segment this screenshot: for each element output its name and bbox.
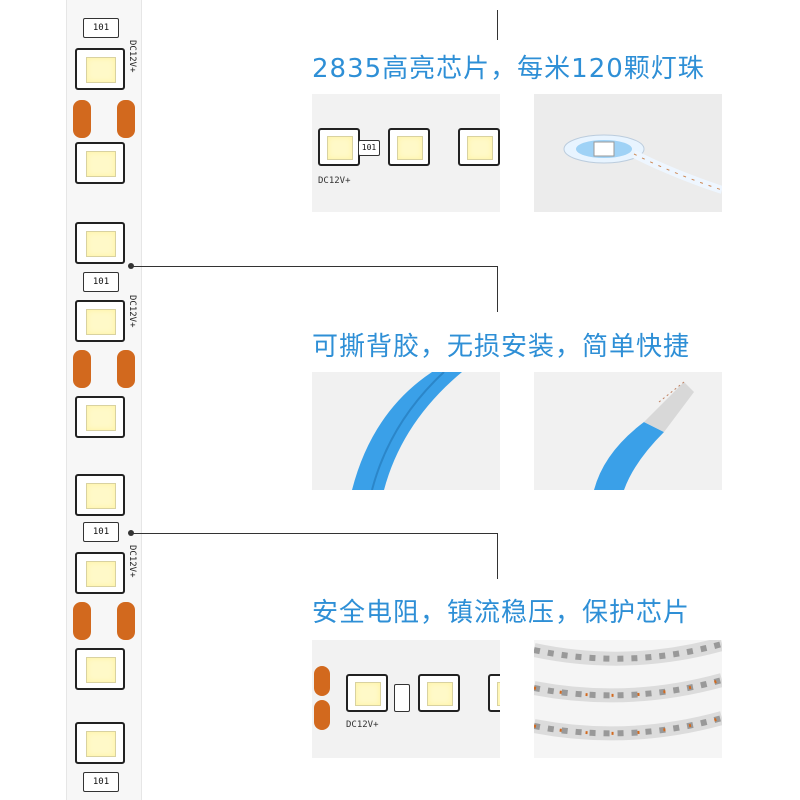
solder-pad xyxy=(117,602,135,640)
strip-reel-graphic xyxy=(563,134,722,194)
multi-strip-graphic xyxy=(534,640,722,741)
led-chip xyxy=(75,222,125,264)
led-chip xyxy=(488,674,500,712)
connector-line xyxy=(497,533,498,579)
peeling-tape-graphic xyxy=(594,381,694,490)
resistor-closeup-photo: DC12V+ xyxy=(312,640,500,758)
section-title: 2835高亮芯片，每米120颗灯珠 xyxy=(312,54,705,84)
connector-line xyxy=(131,266,498,267)
connector-line xyxy=(497,10,498,40)
led-chip xyxy=(418,674,460,712)
led-chip xyxy=(75,722,125,764)
resistor: 101 xyxy=(83,272,119,292)
solder-pad xyxy=(117,100,135,138)
led-strip: 101 DC12V+ 101 DC12V+ 101 DC12V+ 101 xyxy=(66,0,142,800)
led-chip xyxy=(388,128,430,166)
solder-pad xyxy=(314,666,330,696)
strip-reel-photo xyxy=(534,94,722,212)
resistor: 101 xyxy=(358,140,380,156)
voltage-label: DC12V+ xyxy=(127,545,137,578)
voltage-label: DC12V+ xyxy=(318,176,351,186)
solder-pad xyxy=(73,602,91,640)
led-chip xyxy=(75,396,125,438)
strip-closeup-photo: 101 DC12V+ xyxy=(312,94,500,212)
resistor: 101 xyxy=(83,772,119,792)
led-chip xyxy=(458,128,500,166)
solder-pad xyxy=(314,700,330,730)
led-chip xyxy=(75,142,125,184)
voltage-label: DC12V+ xyxy=(346,720,379,730)
tape-strip-graphic xyxy=(352,372,462,490)
connector-line xyxy=(497,266,498,312)
led-chip xyxy=(75,300,125,342)
resistor: 101 xyxy=(83,522,119,542)
voltage-label: DC12V+ xyxy=(127,40,137,73)
led-chip xyxy=(346,674,388,712)
section-title: 安全电阻，镇流稳压，保护芯片 xyxy=(312,598,691,628)
section-title: 可撕背胶，无损安装，简单快捷 xyxy=(312,332,691,362)
resistor: 101 xyxy=(83,18,119,38)
solder-pad xyxy=(73,350,91,388)
led-chip xyxy=(75,552,125,594)
adhesive-photo-2 xyxy=(534,372,722,490)
solder-pad xyxy=(73,100,91,138)
solder-pad xyxy=(117,350,135,388)
adhesive-photo-1 xyxy=(312,372,500,490)
resistor xyxy=(394,684,410,712)
multi-strip-photo xyxy=(534,640,722,758)
led-chip xyxy=(75,474,125,516)
connector-line xyxy=(131,533,498,534)
led-chip xyxy=(318,128,360,166)
voltage-label: DC12V+ xyxy=(127,295,137,328)
led-chip xyxy=(75,48,125,90)
led-chip xyxy=(75,648,125,690)
